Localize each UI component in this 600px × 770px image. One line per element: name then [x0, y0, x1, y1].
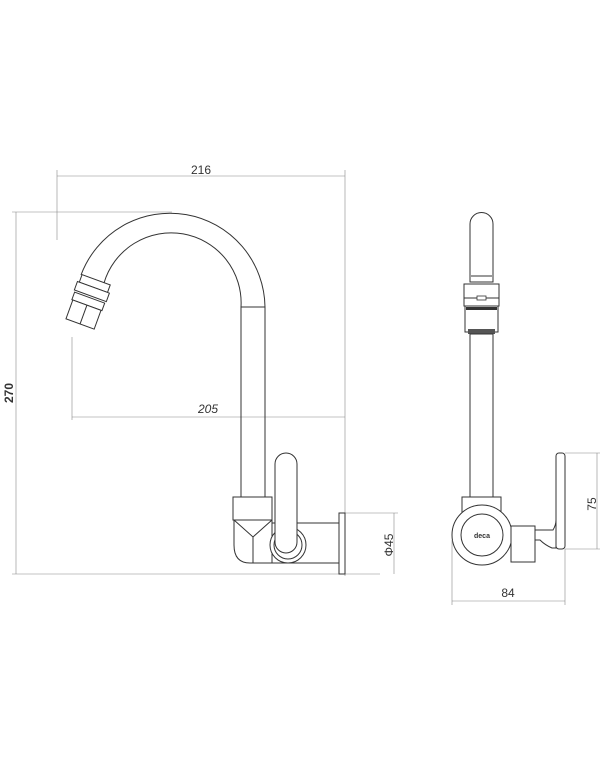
side-view: deca 75 84 [451, 212, 600, 605]
dimension-diameter-45: Φ45 [345, 512, 398, 574]
dimension-label-diameter-45: Φ45 [382, 533, 396, 556]
dimension-84: 84 [451, 540, 566, 605]
handle-side [555, 452, 566, 550]
dimension-270: 270 [2, 211, 380, 575]
handle [274, 452, 298, 554]
dimension-label-205: 205 [197, 402, 218, 416]
dimension-label-270: 270 [2, 383, 16, 403]
dimension-75: 75 [565, 452, 600, 550]
front-view: 216 270 205 Φ45 [2, 163, 398, 576]
aerator-nozzle [65, 274, 111, 330]
spout-side [463, 212, 500, 498]
spout [80, 212, 266, 497]
dimension-205: 205 [71, 337, 345, 420]
dimension-label-216: 216 [191, 163, 211, 177]
wall-flange [338, 512, 346, 575]
brand-logo: deca [474, 533, 490, 540]
dimension-label-75: 75 [585, 497, 599, 511]
body-side: deca [451, 452, 566, 566]
dimension-label-84: 84 [501, 586, 515, 600]
dimension-216: 216 [56, 163, 346, 576]
valve-body [232, 452, 346, 575]
